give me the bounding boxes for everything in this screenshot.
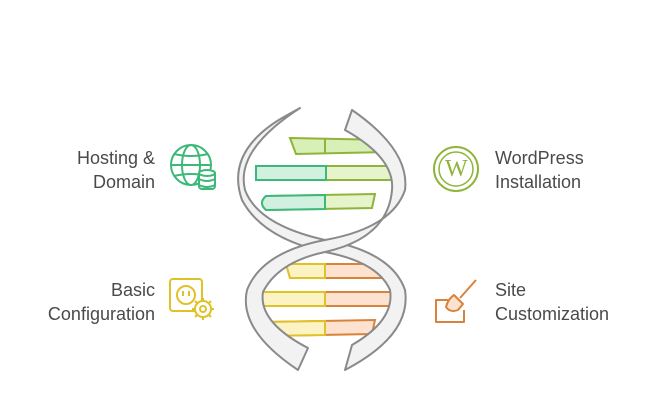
strand-b: [244, 109, 407, 371]
step-1-line-1: Hosting &: [76, 148, 155, 168]
wordpress-letter: W: [445, 156, 468, 182]
step-site-customization-label: Site Customization: [495, 278, 609, 326]
helix-rungs-top: [254, 136, 402, 212]
step-3-line-1: Basic: [110, 280, 155, 300]
step-1-line-2: Domain: [92, 172, 155, 192]
step-hosting-domain-label: Hosting & Domain: [77, 146, 155, 194]
step-4-line-1: Site: [495, 280, 527, 300]
step-basic-configuration-label: Basic Configuration: [48, 278, 155, 326]
globe-database-icon: [170, 144, 216, 190]
strand-a: [237, 107, 407, 371]
helix-strands: [237, 107, 407, 371]
step-2-line-2: Installation: [495, 172, 582, 192]
step-wordpress-installation-label: WordPress Installation: [495, 146, 584, 194]
wordpress-logo-icon: [433, 146, 479, 192]
settings-panel-gear-icon: [169, 278, 214, 320]
step-4-line-2: Customization: [495, 304, 610, 324]
paint-brush-icon: [435, 279, 477, 323]
step-2-line-1: WordPress: [495, 148, 584, 168]
step-3-line-2: Configuration: [47, 304, 155, 324]
